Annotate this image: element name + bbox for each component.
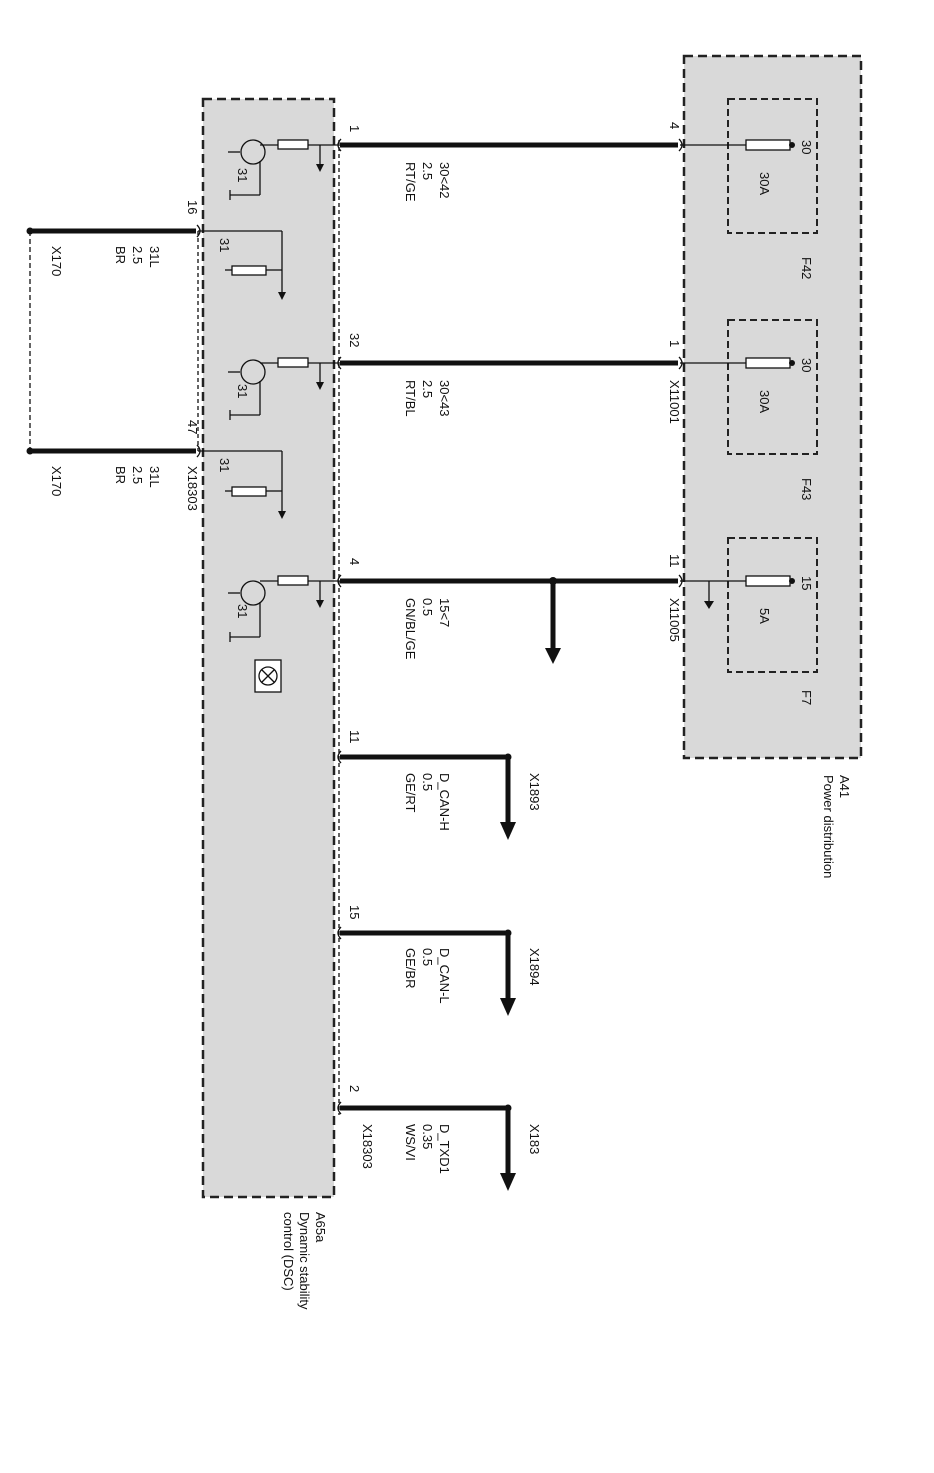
fuse-box-f43 <box>727 319 818 455</box>
ground-label: 31 <box>235 384 250 398</box>
fuse-box-f7 <box>727 537 818 673</box>
svg-text:2.5: 2.5 <box>420 162 435 180</box>
fuse-f42-labels: 30 30A F42 <box>757 140 814 279</box>
connector-label-x11001: X11001 <box>667 380 682 424</box>
svg-text:0.5: 0.5 <box>420 948 435 966</box>
svg-text:31L: 31L <box>147 246 162 268</box>
power-distribution-box <box>682 54 863 760</box>
svg-text:30: 30 <box>799 358 814 372</box>
branch-arrow <box>545 577 561 664</box>
svg-text:30<43: 30<43 <box>437 380 452 417</box>
dsc-module-label: A65a Dynamic stability control (DSC) <box>281 1212 328 1310</box>
power-distribution-label: A41 Power distribution <box>821 775 852 878</box>
far-pin-label: 1 <box>667 340 682 347</box>
wire-label-15: D_CAN-L 0.5 GE/BR <box>403 948 452 1004</box>
fuse-f42-symbol <box>680 139 795 151</box>
wire-label-4: 15<7 0.5 GN/BL/GE <box>403 598 452 660</box>
fuse-f7-symbol <box>680 575 795 609</box>
can-h-arrow <box>500 753 516 840</box>
svg-text:X170: X170 <box>49 246 64 276</box>
svg-text:0.35: 0.35 <box>420 1124 435 1149</box>
svg-text:RT/BL: RT/BL <box>403 380 418 417</box>
svg-text:D_TXD1: D_TXD1 <box>437 1124 452 1174</box>
svg-text:D_CAN-H: D_CAN-H <box>437 773 452 831</box>
svg-text:Dynamic stability: Dynamic stability <box>297 1212 312 1310</box>
ground-resistor-1 <box>198 230 286 300</box>
svg-text:GE/RT: GE/RT <box>403 773 418 813</box>
wire-label-32: 30<43 2.5 RT/BL <box>403 380 452 417</box>
ground-connector-label: X18303 <box>185 466 200 511</box>
ground-pin-label: 47 <box>185 420 200 434</box>
svg-text:RT/GE: RT/GE <box>403 162 418 202</box>
pin-label: 4 <box>347 558 362 565</box>
svg-text:D_CAN-L: D_CAN-L <box>437 948 452 1004</box>
ground-label: 31 <box>217 238 232 252</box>
svg-text:2.5: 2.5 <box>130 246 145 264</box>
connector-label-x1894: X1894 <box>527 948 542 986</box>
txd-arrow <box>500 1104 516 1191</box>
connector-label-x1893: X1893 <box>527 773 542 811</box>
fuse-f7-labels: 15 5A F7 <box>757 576 814 705</box>
transistor-driver-3 <box>228 575 340 642</box>
svg-text:2.5: 2.5 <box>130 466 145 484</box>
pin-label: 2 <box>347 1085 362 1092</box>
transistor-driver-1 <box>228 139 340 200</box>
svg-text:0.5: 0.5 <box>420 773 435 791</box>
svg-text:BR: BR <box>113 466 128 484</box>
ground-label: 31 <box>235 604 250 618</box>
svg-text:A65a: A65a <box>313 1212 328 1243</box>
svg-text:Power distribution: Power distribution <box>821 775 836 878</box>
ground-pin-label: 16 <box>185 200 200 214</box>
svg-text:30<42: 30<42 <box>437 162 452 199</box>
pin-label: 32 <box>347 333 362 347</box>
svg-text:30A: 30A <box>757 172 772 195</box>
svg-text:5A: 5A <box>757 608 772 624</box>
dsc-connector-label: X18303 <box>360 1124 375 1169</box>
connector-label-x11005: X11005 <box>667 598 682 642</box>
ground-wire-label-16: 31L 2.5 BR X170 <box>49 246 162 276</box>
svg-text:30: 30 <box>799 140 814 154</box>
svg-text:0.5: 0.5 <box>420 598 435 616</box>
fuse-box-f42 <box>727 98 818 234</box>
svg-text:GE/BR: GE/BR <box>403 948 418 988</box>
far-pin-label: 11 <box>667 554 682 568</box>
svg-text:2.5: 2.5 <box>420 380 435 398</box>
pin-label: 11 <box>347 730 362 744</box>
svg-text:A41: A41 <box>837 775 852 798</box>
svg-text:GN/BL/GE: GN/BL/GE <box>403 598 418 660</box>
svg-text:31L: 31L <box>147 466 162 488</box>
svg-text:F7: F7 <box>799 690 814 705</box>
svg-text:15<7: 15<7 <box>437 598 452 627</box>
wire-label-11: D_CAN-H 0.5 GE/RT <box>403 773 452 831</box>
svg-text:15: 15 <box>799 576 814 590</box>
svg-text:control (DSC): control (DSC) <box>281 1212 296 1291</box>
svg-text:30A: 30A <box>757 390 772 413</box>
far-pin-label: 4 <box>667 122 682 129</box>
svg-text:BR: BR <box>113 246 128 264</box>
wire-label-1: 30<42 2.5 RT/GE <box>403 162 452 202</box>
dsc-module-box <box>201 97 336 1199</box>
pin-label: 1 <box>347 125 362 132</box>
can-l-arrow <box>500 929 516 1016</box>
pin-label: 15 <box>347 905 362 919</box>
ground-label: 31 <box>235 168 250 182</box>
svg-text:F43: F43 <box>799 478 814 500</box>
ground-label: 31 <box>217 458 232 472</box>
svg-text:WS/VI: WS/VI <box>403 1124 418 1161</box>
connector-label-x183: X183 <box>527 1124 542 1154</box>
svg-text:F42: F42 <box>799 257 814 279</box>
fuse-f43-symbol <box>680 357 795 369</box>
ground-wire-label-47: 31L 2.5 BR X170 <box>49 466 162 496</box>
dsc-symbol-icon <box>254 659 282 693</box>
svg-text:X170: X170 <box>49 466 64 496</box>
fuse-f43-labels: 30 30A F43 <box>757 358 814 500</box>
transistor-driver-2 <box>228 357 340 420</box>
wire-label-2: D_TXD1 0.35 WS/VI <box>403 1124 452 1174</box>
ground-resistor-2 <box>198 450 286 519</box>
